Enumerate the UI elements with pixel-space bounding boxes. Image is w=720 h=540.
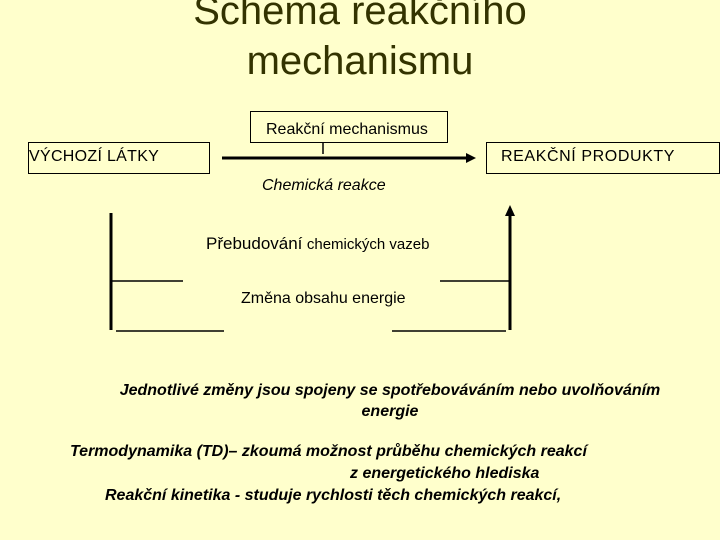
title-line-1: Schema reakčního	[193, 0, 527, 33]
bonds-label: Přebudování chemických vazeb	[206, 234, 429, 254]
kinetics-line: Reakční kinetika - studuje rychlosti těc…	[105, 487, 562, 504]
right-arrow-head	[505, 205, 515, 216]
energy-changes-line-2: energie	[361, 403, 419, 420]
reactants-label: VÝCHOZÍ LÁTKY	[29, 148, 160, 165]
page-title: Schema reakčního mechanismu	[0, 0, 720, 86]
bonds-label-part-a: Přebudování	[206, 234, 303, 253]
reaction-arrow-head	[466, 153, 476, 163]
thermodynamics-line-2: z energetického hlediska	[350, 465, 540, 482]
reaction-label: Chemická reakce	[262, 177, 386, 194]
mechanism-label: Reakční mechanismus	[266, 121, 428, 138]
products-box: REAKČNÍ PRODUKTY	[486, 142, 720, 174]
energy-label: Změna obsahu energie	[241, 290, 406, 307]
reactants-box: VÝCHOZÍ LÁTKY	[28, 142, 210, 174]
energy-changes-note: Jednotlivé změny jsou spojeny se spotřeb…	[60, 380, 720, 422]
thermodynamics-line-1: Termodynamika (TD)– zkoumá možnost průbě…	[70, 443, 587, 460]
products-label: REAKČNÍ PRODUKTY	[501, 148, 676, 165]
energy-changes-line-1: Jednotlivé změny jsou spojeny se spotřeb…	[119, 382, 661, 399]
bonds-label-part-b: chemických vazeb	[306, 236, 430, 253]
title-line-2: mechanismu	[246, 39, 474, 83]
mechanism-box: Reakční mechanismus	[250, 111, 448, 143]
